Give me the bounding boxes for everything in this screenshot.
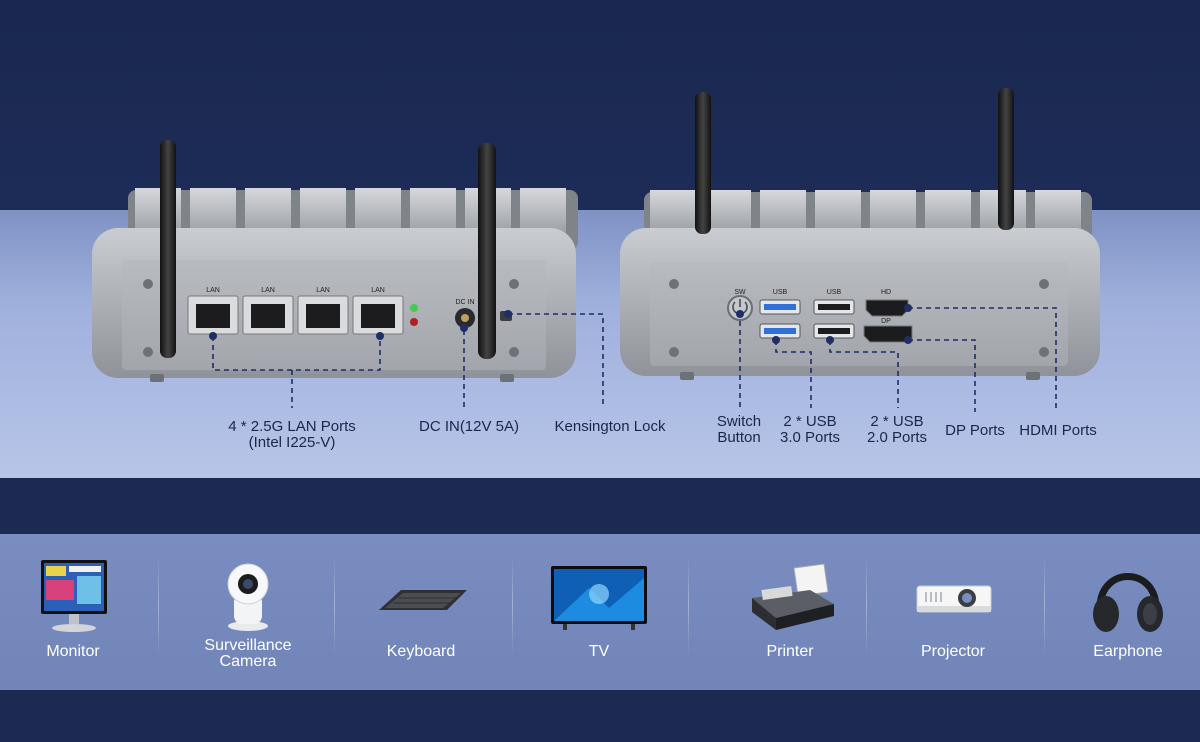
divider xyxy=(512,556,513,656)
antenna-right-1 xyxy=(695,92,711,234)
usb3-label: 2 * USB 3.0 Ports xyxy=(770,414,850,446)
lan-ports-label: 4 * 2.5G LAN Ports (Intel I225-V) xyxy=(202,419,382,451)
left-device xyxy=(92,140,578,382)
peripheral-label-earphone: Earphone xyxy=(1093,643,1163,660)
keyboard-icon xyxy=(379,590,467,610)
leader-lines xyxy=(212,307,1057,412)
kensington-label: Kensington Lock xyxy=(554,418,666,435)
usb2-label: 2 * USB 2.0 Ports xyxy=(857,414,937,446)
dp-port xyxy=(863,325,913,343)
usb2-label-line2: 2.0 Ports xyxy=(866,429,928,446)
projector-icon xyxy=(916,585,992,613)
earphone-icon xyxy=(1093,573,1163,632)
power-led xyxy=(410,304,418,312)
tv-icon xyxy=(551,566,647,630)
hdmi-port xyxy=(865,299,909,317)
divider xyxy=(158,556,159,656)
switch-label-line2: Button xyxy=(717,429,761,446)
lan-mark-2: LAN xyxy=(261,287,275,294)
printer-icon xyxy=(752,563,834,630)
right-rear-panel xyxy=(650,262,1068,366)
peripheral-label-tv: TV xyxy=(588,643,610,660)
peripheral-label-printer: Printer xyxy=(766,643,814,660)
peripheral-tv: TV xyxy=(511,534,687,690)
switch-label-line1: Switch xyxy=(716,413,762,430)
usb2-label-line1: 2 * USB xyxy=(870,413,924,430)
peripheral-label-camera-line2: Camera xyxy=(219,653,277,670)
hdd-led xyxy=(410,318,418,326)
peripheral-keyboard: Keyboard xyxy=(333,534,509,690)
switch-label: Switch Button xyxy=(700,414,778,446)
dc-in-label: DC IN(12V 5A) xyxy=(418,418,520,435)
antenna-left xyxy=(160,140,176,358)
lan-ports-label-line2: (Intel I225-V) xyxy=(248,434,336,451)
peripheral-label-monitor: Monitor xyxy=(46,643,100,660)
usb2-ports xyxy=(813,299,855,339)
peripheral-printer: Printer xyxy=(702,534,878,690)
peripheral-monitor: Monitor xyxy=(0,534,161,690)
dp-label: DP Ports xyxy=(945,422,1005,439)
peripheral-label-camera-line1: Surveillance xyxy=(204,637,292,654)
peripheral-camera: Surveillance Camera xyxy=(160,534,336,690)
divider xyxy=(334,556,335,656)
divider xyxy=(866,556,867,656)
hdmi-label: HDMI Ports xyxy=(1019,422,1097,439)
background-band xyxy=(0,478,1200,534)
usb3-label-line2: 3.0 Ports xyxy=(779,429,841,446)
devices-illustration: LAN LAN LAN LAN DC IN SW USB USB HD DP xyxy=(92,88,1100,412)
antenna-right-2 xyxy=(998,88,1014,230)
peripheral-label-camera: Surveillance Camera xyxy=(160,638,336,670)
lan-mark-3: LAN xyxy=(316,287,330,294)
dp-mark: DP xyxy=(881,318,891,325)
hd-mark: HD xyxy=(881,289,891,296)
divider xyxy=(688,556,689,656)
usb3-label-line1: 2 * USB xyxy=(783,413,837,430)
background-bottom xyxy=(0,690,1200,742)
usb3-mark: USB xyxy=(773,289,788,296)
peripheral-projector: Projector xyxy=(865,534,1041,690)
antenna-right xyxy=(478,143,496,359)
camera-icon xyxy=(227,563,269,631)
peripheral-label-keyboard: Keyboard xyxy=(386,643,456,660)
lan-mark-4: LAN xyxy=(371,287,385,294)
peripheral-label-projector: Projector xyxy=(920,643,986,660)
lan-ports-label-line1: 4 * 2.5G LAN Ports xyxy=(228,418,356,435)
monitor-icon xyxy=(41,560,107,632)
usb3-ports xyxy=(759,299,801,339)
peripheral-earphone: Earphone xyxy=(1040,534,1200,690)
divider xyxy=(1044,556,1045,656)
right-device xyxy=(620,88,1100,380)
dc-in-mark: DC IN xyxy=(455,299,474,306)
lan-mark-1: LAN xyxy=(206,287,220,294)
sw-mark: SW xyxy=(734,289,746,296)
usb2-mark: USB xyxy=(827,289,842,296)
leader-dots xyxy=(209,304,912,344)
peripheral-band: Monitor Surveillance Camera Keyboard xyxy=(0,534,1200,690)
